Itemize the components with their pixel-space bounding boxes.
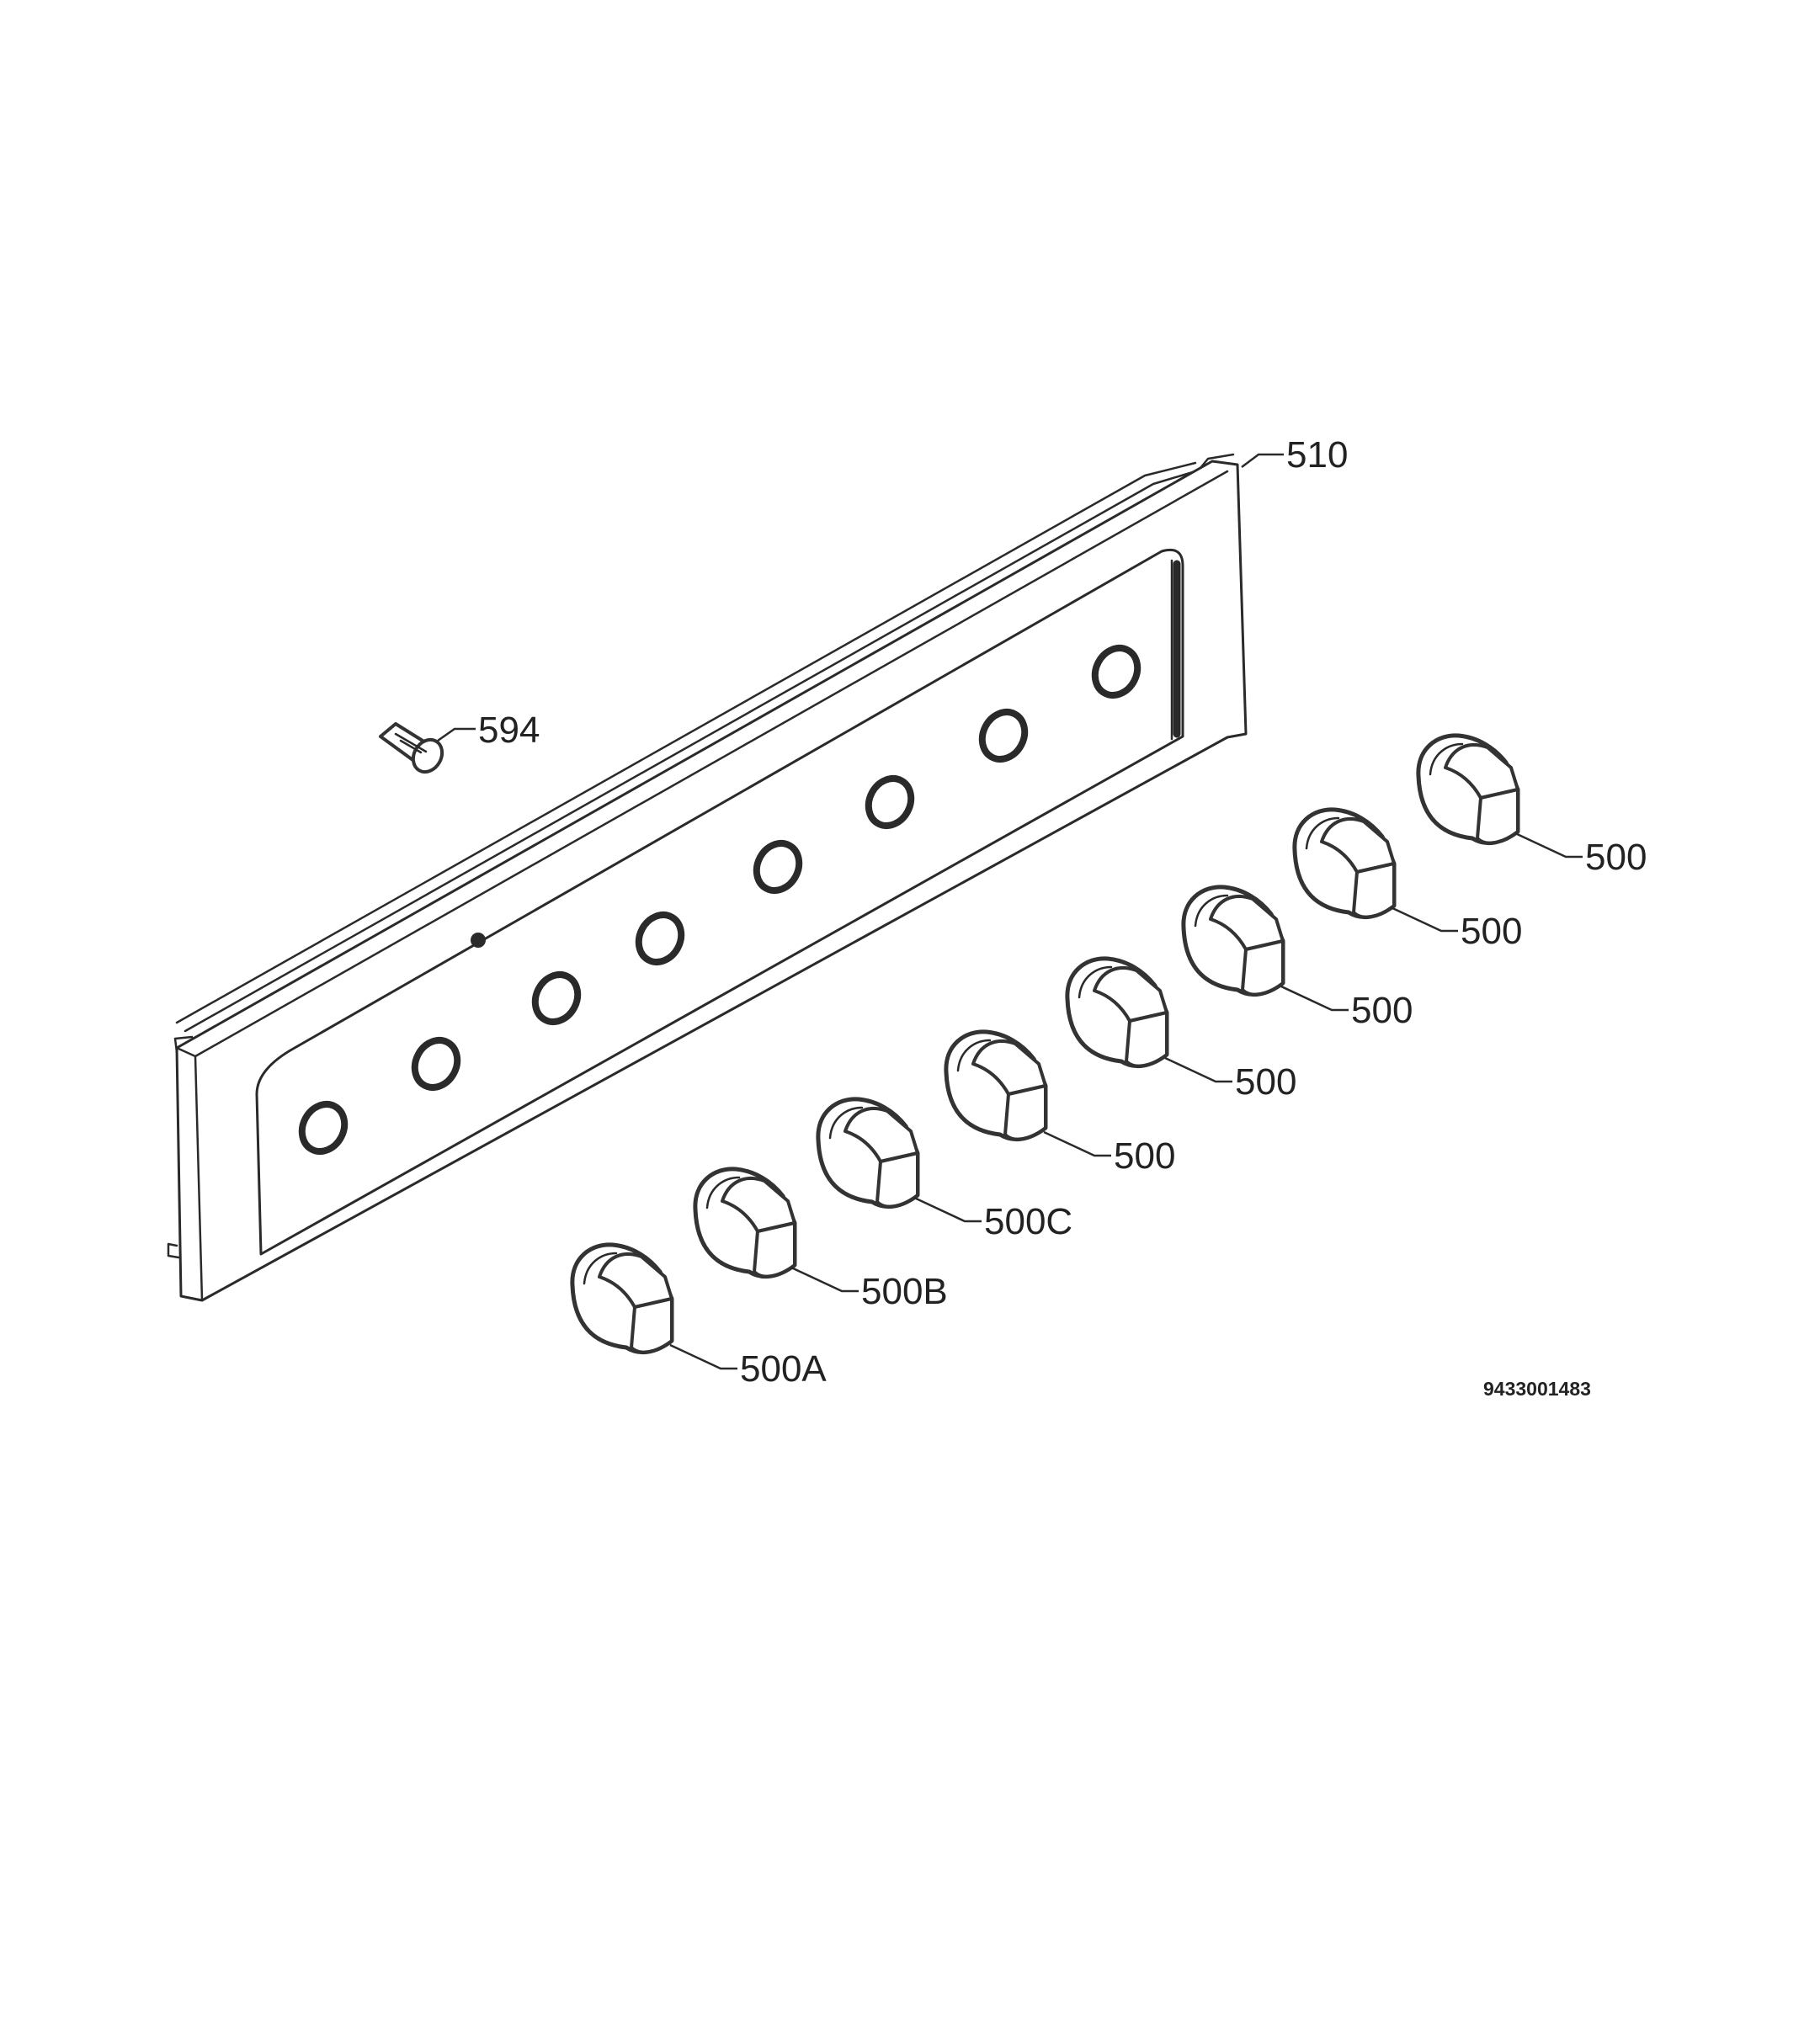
- knob-500-2[interactable]: [1292, 807, 1397, 920]
- label-500-3: 500: [1351, 990, 1413, 1031]
- control-panel[interactable]: [167, 453, 1248, 1302]
- knob-face: [1476, 788, 1519, 845]
- knob-grip: [971, 1039, 1047, 1096]
- knob-rim: [828, 1106, 864, 1140]
- label-500-4: 500: [1235, 1061, 1296, 1103]
- knob-rim: [1305, 816, 1340, 850]
- knob-grip: [1093, 966, 1168, 1023]
- knob-grip: [598, 1252, 673, 1309]
- knob-grip: [843, 1107, 919, 1163]
- knob-face: [1003, 1084, 1047, 1141]
- knob-rim: [1194, 894, 1229, 928]
- knob-rim: [956, 1039, 992, 1072]
- label-500b: 500B: [861, 1271, 948, 1312]
- knob-rim: [583, 1252, 618, 1285]
- knob-rim: [1078, 965, 1113, 999]
- label-500a: 500A: [740, 1348, 827, 1390]
- knob-grip: [721, 1177, 796, 1233]
- indicator-light-hole: [471, 933, 486, 948]
- knob-500a[interactable]: [570, 1242, 674, 1355]
- knob-grip: [1444, 743, 1519, 800]
- clip-part[interactable]: [379, 722, 448, 777]
- label-500-1: 500: [1585, 837, 1647, 878]
- knob-grip: [1320, 817, 1396, 874]
- knob-500-1[interactable]: [1416, 733, 1520, 846]
- label-500c: 500C: [984, 1201, 1072, 1242]
- knob-face: [875, 1151, 919, 1209]
- leader-lines: [437, 453, 1583, 1370]
- knob-500c[interactable]: [816, 1097, 920, 1209]
- knob-face: [1125, 1011, 1168, 1068]
- knob-face: [1241, 939, 1285, 997]
- label-500-5: 500: [1114, 1135, 1175, 1177]
- knob-grip: [1209, 895, 1285, 951]
- knob-500b[interactable]: [693, 1167, 797, 1279]
- callout-labels: 510 594 500 500 500 500 500 500C 500B 50…: [478, 434, 1647, 1400]
- knob-face: [753, 1221, 796, 1278]
- knob-500-5[interactable]: [944, 1029, 1048, 1142]
- knob-rim: [1429, 742, 1464, 776]
- knob-face: [1352, 862, 1396, 919]
- drawing-number: 9433001483: [1483, 1378, 1591, 1400]
- knob-500-3[interactable]: [1181, 885, 1285, 997]
- label-510: 510: [1286, 434, 1348, 476]
- label-500-2: 500: [1461, 911, 1522, 952]
- knob-500-4[interactable]: [1065, 956, 1169, 1069]
- knob-rim: [705, 1176, 741, 1209]
- label-594: 594: [478, 710, 540, 751]
- knob-face: [630, 1297, 673, 1354]
